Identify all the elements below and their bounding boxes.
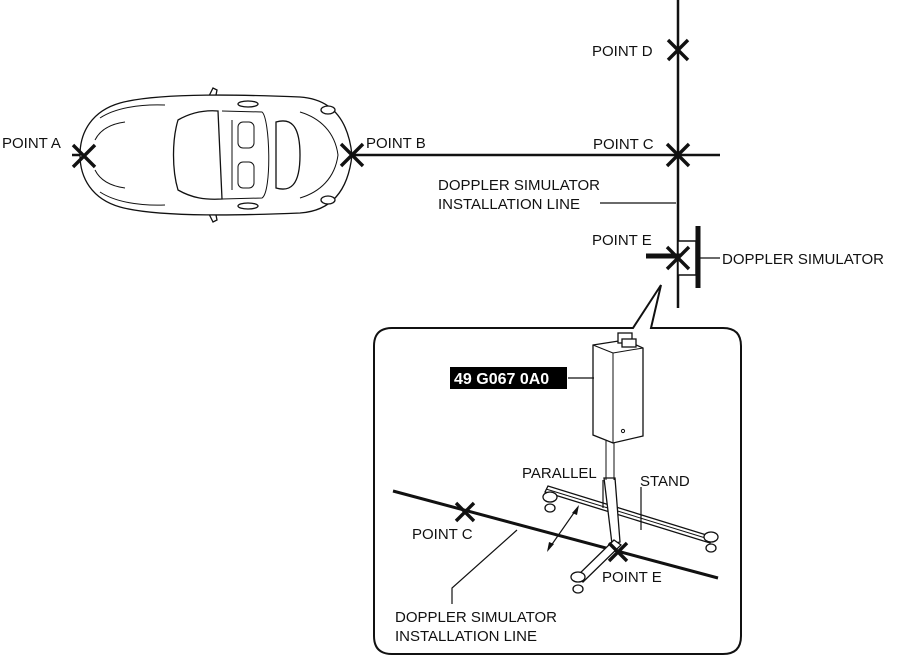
detail-label-installation-line-1: DOPPLER SIMULATOR xyxy=(395,609,557,626)
part-number-text: 49 G067 0A0 xyxy=(454,371,549,388)
doppler-simulator-unit xyxy=(646,226,720,288)
caster-left xyxy=(542,491,558,513)
label-parallel: PARALLEL xyxy=(522,465,597,482)
detail-installation-leader xyxy=(451,529,518,604)
label-stand: STAND xyxy=(640,473,690,490)
detail-marker-point-e xyxy=(607,541,629,563)
detail-label-installation-line-2: INSTALLATION LINE xyxy=(395,628,537,645)
label-installation-line-1: DOPPLER SIMULATOR xyxy=(438,177,600,194)
label-point-e: POINT E xyxy=(592,232,652,249)
detail-label-point-e: POINT E xyxy=(602,569,662,586)
stand xyxy=(542,477,719,594)
parallel-indicator xyxy=(547,480,604,552)
caster-right xyxy=(703,531,719,553)
detail-installation-line xyxy=(392,489,719,580)
doppler-simulator-box xyxy=(592,332,644,480)
marker-point-b xyxy=(339,142,365,168)
vehicle-top-view xyxy=(79,87,353,223)
marker-point-e xyxy=(665,245,691,271)
marker-point-d xyxy=(666,38,690,62)
detail-marker-point-c xyxy=(454,501,476,523)
part-number-badge xyxy=(450,367,567,389)
caster-front xyxy=(570,571,586,594)
label-doppler-simulator: DOPPLER SIMULATOR xyxy=(722,251,884,268)
label-point-a: POINT A xyxy=(2,135,61,152)
detail-label-point-c: POINT C xyxy=(412,526,473,543)
marker-point-a xyxy=(71,143,97,169)
marker-point-c xyxy=(665,142,691,168)
label-point-c: POINT C xyxy=(593,136,654,153)
label-point-d: POINT D xyxy=(592,43,653,60)
label-installation-line-2: INSTALLATION LINE xyxy=(438,196,580,213)
label-point-b: POINT B xyxy=(366,135,426,152)
